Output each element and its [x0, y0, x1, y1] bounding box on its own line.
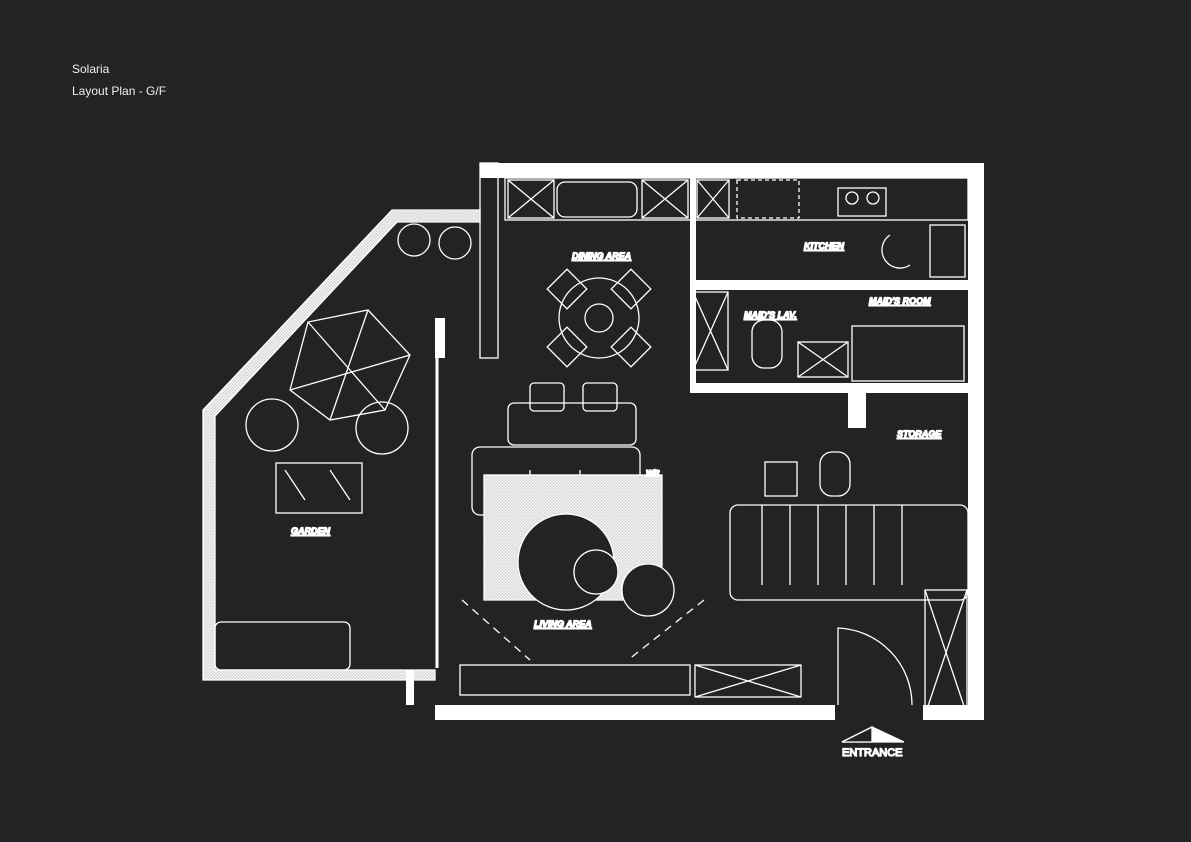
- label-maids-lav: MAID'S LAV.: [744, 310, 797, 320]
- label-kitchen: KITCHEN: [804, 241, 844, 251]
- garden-wall: [202, 209, 481, 681]
- plan-subtitle: Layout Plan - G/F: [72, 84, 167, 98]
- label-garden: GARDEN: [291, 526, 331, 536]
- label-maids-room: MAID'S ROOM: [869, 296, 931, 306]
- label-storage: STORAGE: [897, 429, 942, 439]
- garden-furniture: [214, 223, 472, 671]
- living-furniture: [459, 382, 802, 698]
- entrance-label: ENTRANCE: [842, 747, 903, 759]
- project-title: Solaria: [72, 62, 110, 76]
- exterior-walls: [406, 162, 984, 720]
- label-wir: W/R: [646, 470, 660, 477]
- dining-table: [546, 268, 652, 368]
- service-areas: [692, 291, 969, 716]
- kitchen-units: [504, 177, 969, 278]
- label-living-area: LIVING AREA: [534, 619, 592, 629]
- label-dining-area: DINING AREA: [572, 251, 631, 261]
